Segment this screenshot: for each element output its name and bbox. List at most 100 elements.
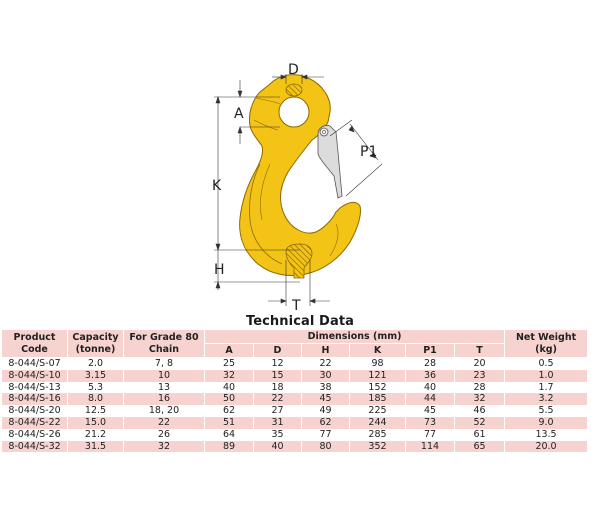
cell-k: 185 (350, 393, 406, 406)
technical-data-table: Product Code Capacity (tonne) For Grade … (2, 330, 589, 453)
cell-t: 28 (455, 381, 506, 394)
cell-t: 46 (455, 405, 506, 417)
cell-d: 12 (254, 358, 302, 370)
cell-weight: 13.5 (505, 428, 589, 441)
header-capacity: Capacity (tonne) (68, 330, 124, 358)
header-dim-d: D (254, 344, 302, 358)
cell-chain: 26 (124, 428, 205, 441)
header-dim-h: H (302, 344, 350, 358)
cell-k: 225 (350, 405, 406, 417)
cell-weight: 9.0 (505, 416, 589, 429)
cell-code: 8-044/S-20 (2, 405, 68, 417)
header-product-code: Product Code (2, 330, 68, 358)
table-row: 8-044/S-26 21.2 26 64 35 77 285 77 61 13… (2, 428, 589, 441)
cell-code: 8-044/S-10 (2, 369, 68, 382)
cell-d: 40 (254, 440, 302, 453)
cell-h: 80 (302, 440, 350, 453)
cell-a: 62 (205, 405, 254, 417)
cell-t: 20 (455, 358, 506, 370)
header-grade80-chain: For Grade 80 Chain (124, 330, 205, 358)
cell-t: 52 (455, 416, 506, 429)
cell-chain: 18, 20 (124, 405, 205, 417)
cell-h: 49 (302, 405, 350, 417)
cell-capacity: 12.5 (68, 405, 124, 417)
cell-k: 121 (350, 369, 406, 382)
safety-latch (317, 125, 343, 199)
cell-t: 32 (455, 393, 506, 406)
cell-code: 8-044/S-13 (2, 381, 68, 394)
label-t: T (291, 298, 301, 310)
table-row: 8-044/S-20 12.5 18, 20 62 27 49 225 45 4… (2, 405, 589, 417)
cell-a: 25 (205, 358, 254, 370)
cell-weight: 3.2 (505, 393, 589, 406)
cell-a: 51 (205, 416, 254, 429)
cell-capacity: 31.5 (68, 440, 124, 453)
label-h: H (214, 262, 225, 278)
cell-d: 22 (254, 393, 302, 406)
cell-weight: 20.0 (505, 440, 589, 453)
table-row: 8-044/S-10 3.15 10 32 15 30 121 36 23 1.… (2, 369, 589, 382)
cell-p1: 40 (406, 381, 455, 394)
cell-chain: 32 (124, 440, 205, 453)
label-k: K (212, 178, 222, 194)
cell-k: 352 (350, 440, 406, 453)
cell-t: 23 (455, 369, 506, 382)
cell-d: 18 (254, 381, 302, 394)
cell-code: 8-044/S-22 (2, 416, 68, 429)
cell-k: 152 (350, 381, 406, 394)
cell-h: 22 (302, 358, 350, 370)
label-p1: P1 (360, 144, 377, 160)
cell-code: 8-044/S-26 (2, 428, 68, 441)
dimension-lines (214, 74, 383, 306)
header-dim-p1: P1 (406, 344, 455, 358)
cell-t: 61 (455, 428, 506, 441)
cell-a: 40 (205, 381, 254, 394)
cell-a: 64 (205, 428, 254, 441)
cell-t: 65 (455, 440, 506, 453)
cell-h: 77 (302, 428, 350, 441)
cell-capacity: 5.3 (68, 381, 124, 394)
cell-h: 30 (302, 369, 350, 382)
cell-chain: 13 (124, 381, 205, 394)
header-dim-k: K (350, 344, 406, 358)
cell-h: 45 (302, 393, 350, 406)
table-row: 8-044/S-13 5.3 13 40 18 38 152 40 28 1.7 (2, 381, 589, 394)
cell-k: 98 (350, 358, 406, 370)
cell-p1: 73 (406, 416, 455, 429)
cell-p1: 28 (406, 358, 455, 370)
cell-k: 285 (350, 428, 406, 441)
cell-code: 8-044/S-07 (2, 358, 68, 370)
cell-code: 8-044/S-16 (2, 393, 68, 406)
cell-capacity: 2.0 (68, 358, 124, 370)
hook-illustration: D A K H P1 T (212, 62, 383, 314)
cell-p1: 114 (406, 440, 455, 453)
table-row: 8-044/S-32 31.5 32 89 40 80 352 114 65 2… (2, 440, 589, 453)
cell-d: 31 (254, 416, 302, 429)
cell-p1: 36 (406, 369, 455, 382)
cell-chain: 22 (124, 416, 205, 429)
cell-a: 32 (205, 369, 254, 382)
cell-d: 35 (254, 428, 302, 441)
cell-chain: 10 (124, 369, 205, 382)
cell-capacity: 8.0 (68, 393, 124, 406)
cell-capacity: 21.2 (68, 428, 124, 441)
cell-d: 27 (254, 405, 302, 417)
cell-capacity: 3.15 (68, 369, 124, 382)
eye-sling-hook-diagram: D A K H P1 T (200, 60, 400, 314)
header-dim-t: T (455, 344, 506, 358)
cell-code: 8-044/S-32 (2, 440, 68, 453)
header-dim-a: A (205, 344, 254, 358)
cell-capacity: 15.0 (68, 416, 124, 429)
cell-p1: 77 (406, 428, 455, 441)
cell-weight: 1.0 (505, 369, 589, 382)
cell-p1: 44 (406, 393, 455, 406)
table-row: 8-044/S-16 8.0 16 50 22 45 185 44 32 3.2 (2, 393, 589, 406)
cell-weight: 0.5 (505, 358, 589, 370)
cell-weight: 5.5 (505, 405, 589, 417)
cell-p1: 45 (406, 405, 455, 417)
cell-chain: 7, 8 (124, 358, 205, 370)
label-a: A (234, 106, 244, 122)
cell-d: 15 (254, 369, 302, 382)
table-row: 8-044/S-07 2.0 7, 8 25 12 22 98 28 20 0.… (2, 358, 589, 370)
cell-weight: 1.7 (505, 381, 589, 394)
